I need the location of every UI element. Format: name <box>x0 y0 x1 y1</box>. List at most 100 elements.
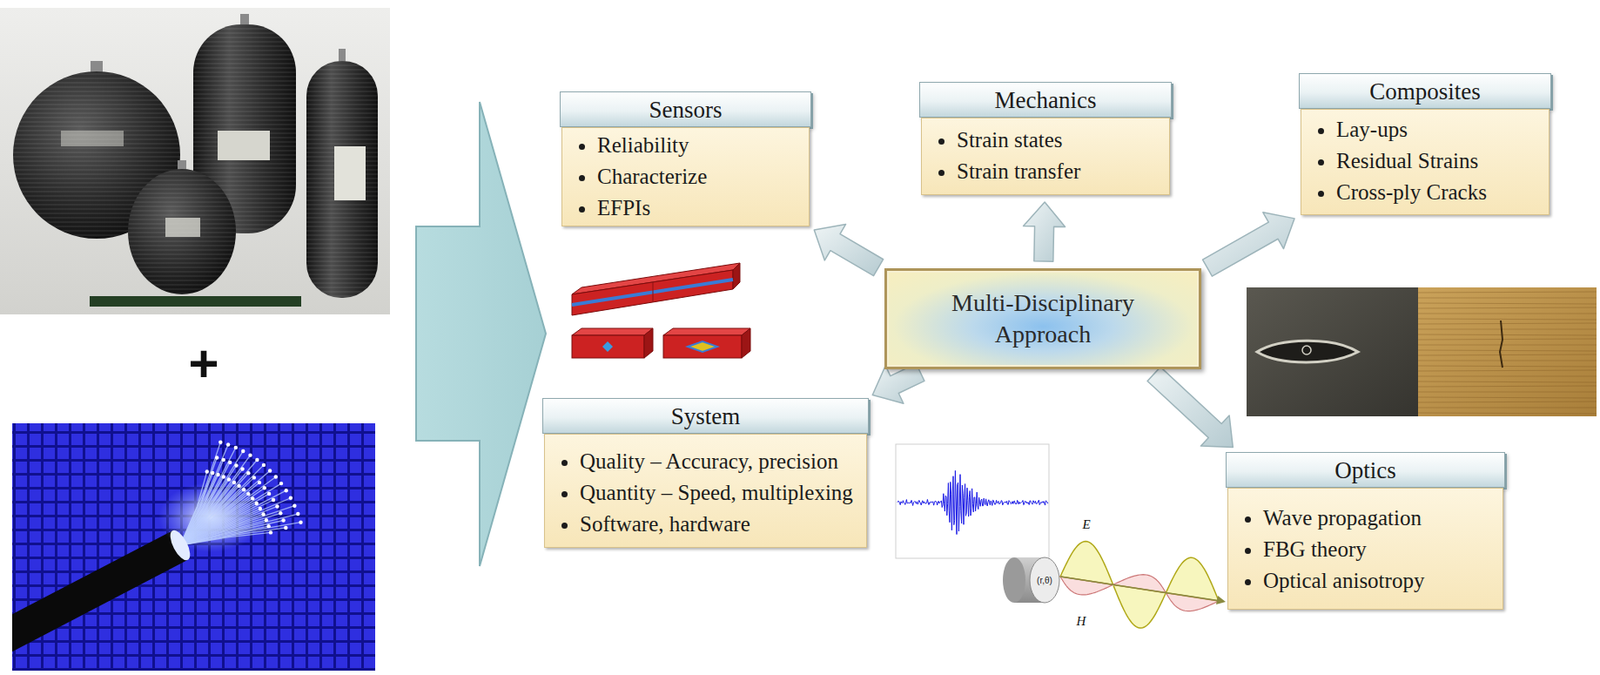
winding-stripe <box>306 116 378 119</box>
bullet-list: ReliabilityCharacterizeEFPIs <box>562 129 800 224</box>
fe-block-side <box>741 328 751 358</box>
bullet-item: Strain transfer <box>956 155 1161 188</box>
winding-stripe <box>306 238 378 241</box>
fiber-end <box>215 472 220 477</box>
optical-fiber-photo <box>12 423 376 671</box>
fiber-end <box>298 519 303 524</box>
ply-texture-line <box>1418 369 1597 371</box>
vessel-label <box>217 130 270 161</box>
winding-stripe <box>306 290 378 293</box>
fiber-end <box>241 449 245 453</box>
winding-stripe <box>306 94 378 97</box>
winding-stripe <box>306 277 378 280</box>
winding-stripe <box>306 268 378 271</box>
fiber-end <box>281 517 285 522</box>
winding-stripe <box>306 86 378 88</box>
fe-bar-front <box>571 269 733 316</box>
fiber-end <box>258 506 263 511</box>
fiber-end <box>234 463 238 467</box>
winding-stripe <box>193 71 296 74</box>
fiber-end <box>221 474 226 478</box>
winding-stripe <box>306 203 378 206</box>
ply-texture-line <box>1418 349 1597 351</box>
fiber-end <box>228 460 232 464</box>
block-arrow <box>813 223 883 276</box>
propagation-axis <box>1060 576 1221 601</box>
topic-box: CompositesLay-upsResidual StrainsCross-p… <box>1300 73 1550 216</box>
micrograph-photos <box>1246 287 1597 417</box>
photo-background <box>0 7 390 315</box>
fiber-strand <box>180 527 286 545</box>
winding-stripe <box>306 90 378 93</box>
topic-box: SensorsReliabilityCharacterizeEFPIs <box>561 91 810 227</box>
fiber-strand <box>180 499 274 545</box>
fiber-strand <box>180 497 291 545</box>
winding-stripe <box>306 77 378 80</box>
winding-stripe <box>193 24 296 26</box>
bullet-item: Quality – Accuracy, precision <box>579 445 858 478</box>
fiber-end <box>210 470 215 475</box>
fiber-end <box>205 469 209 473</box>
fiber-end <box>292 503 296 507</box>
fe-fiber-section <box>687 341 718 352</box>
fe-block-top <box>663 328 751 336</box>
fiber-end <box>271 497 276 502</box>
winding-stripe <box>193 67 296 69</box>
vessel-label <box>165 217 201 237</box>
bullet-list: Lay-upsResidual StrainsCross-ply Cracks <box>1301 114 1540 209</box>
fiber-end <box>284 488 289 492</box>
connector-layer <box>813 201 1295 448</box>
winding-stripe <box>193 167 296 169</box>
winding-stripe <box>306 234 378 236</box>
fe-block-top <box>571 328 653 336</box>
winding-stripe <box>306 282 378 284</box>
winding-stripe <box>306 73 378 75</box>
fiber-end <box>279 481 283 485</box>
winding-stripe <box>306 212 378 215</box>
ply-texture-line <box>1418 360 1597 362</box>
fiber-end <box>264 517 269 522</box>
fiber-end <box>246 491 250 496</box>
fiber-end <box>250 496 255 500</box>
winding-stripe <box>306 142 378 145</box>
fiber-end <box>227 477 231 481</box>
cross-ply-crack <box>1499 320 1503 368</box>
winding-stripe <box>306 216 378 219</box>
bullet-item: Quantity – Speed, multiplexing <box>579 477 858 509</box>
winding-stripe <box>193 88 296 91</box>
fiber-end <box>261 511 265 516</box>
ply-texture-line <box>1418 307 1597 309</box>
topic-box: MechanicsStrain statesStrain transfer <box>921 81 1170 195</box>
bullet-item: Characterize <box>597 161 800 193</box>
winding-stripe <box>306 242 378 245</box>
winding-stripe <box>306 225 378 228</box>
bullet-item: Optical anisotropy <box>1263 564 1494 597</box>
winding-stripe <box>306 208 378 210</box>
winding-stripe <box>306 229 378 232</box>
cylindrical-vessel <box>306 60 378 298</box>
fiber-cable <box>12 544 181 639</box>
ply-texture-line <box>1418 338 1597 340</box>
fiber-end <box>268 468 272 472</box>
bullet-list: Quality – Accuracy, precisionQuantity – … <box>544 445 858 540</box>
winding-stripe <box>306 103 378 106</box>
winding-stripe <box>193 93 296 95</box>
fiber-end <box>242 487 246 491</box>
photo-background <box>12 423 376 671</box>
winding-stripe <box>193 80 296 82</box>
fiber-end <box>275 504 279 508</box>
bullet-item: Software, hardware <box>579 508 858 540</box>
ply-texture-line <box>1418 401 1597 403</box>
fe-block-front <box>571 335 645 358</box>
ply-texture-line <box>1418 313 1597 315</box>
fiber-end <box>267 491 271 496</box>
fiber-end <box>236 484 241 488</box>
fiber-end <box>295 511 300 516</box>
winding-stripe <box>306 99 378 101</box>
bullet-item: Cross-ply Cracks <box>1336 176 1540 209</box>
fiber-strand <box>180 513 298 545</box>
fe-model-figure <box>571 262 751 358</box>
bullet-item: FBG theory <box>1263 533 1494 565</box>
fe-mesh-line <box>652 282 654 302</box>
ply-texture-line <box>1418 318 1597 320</box>
